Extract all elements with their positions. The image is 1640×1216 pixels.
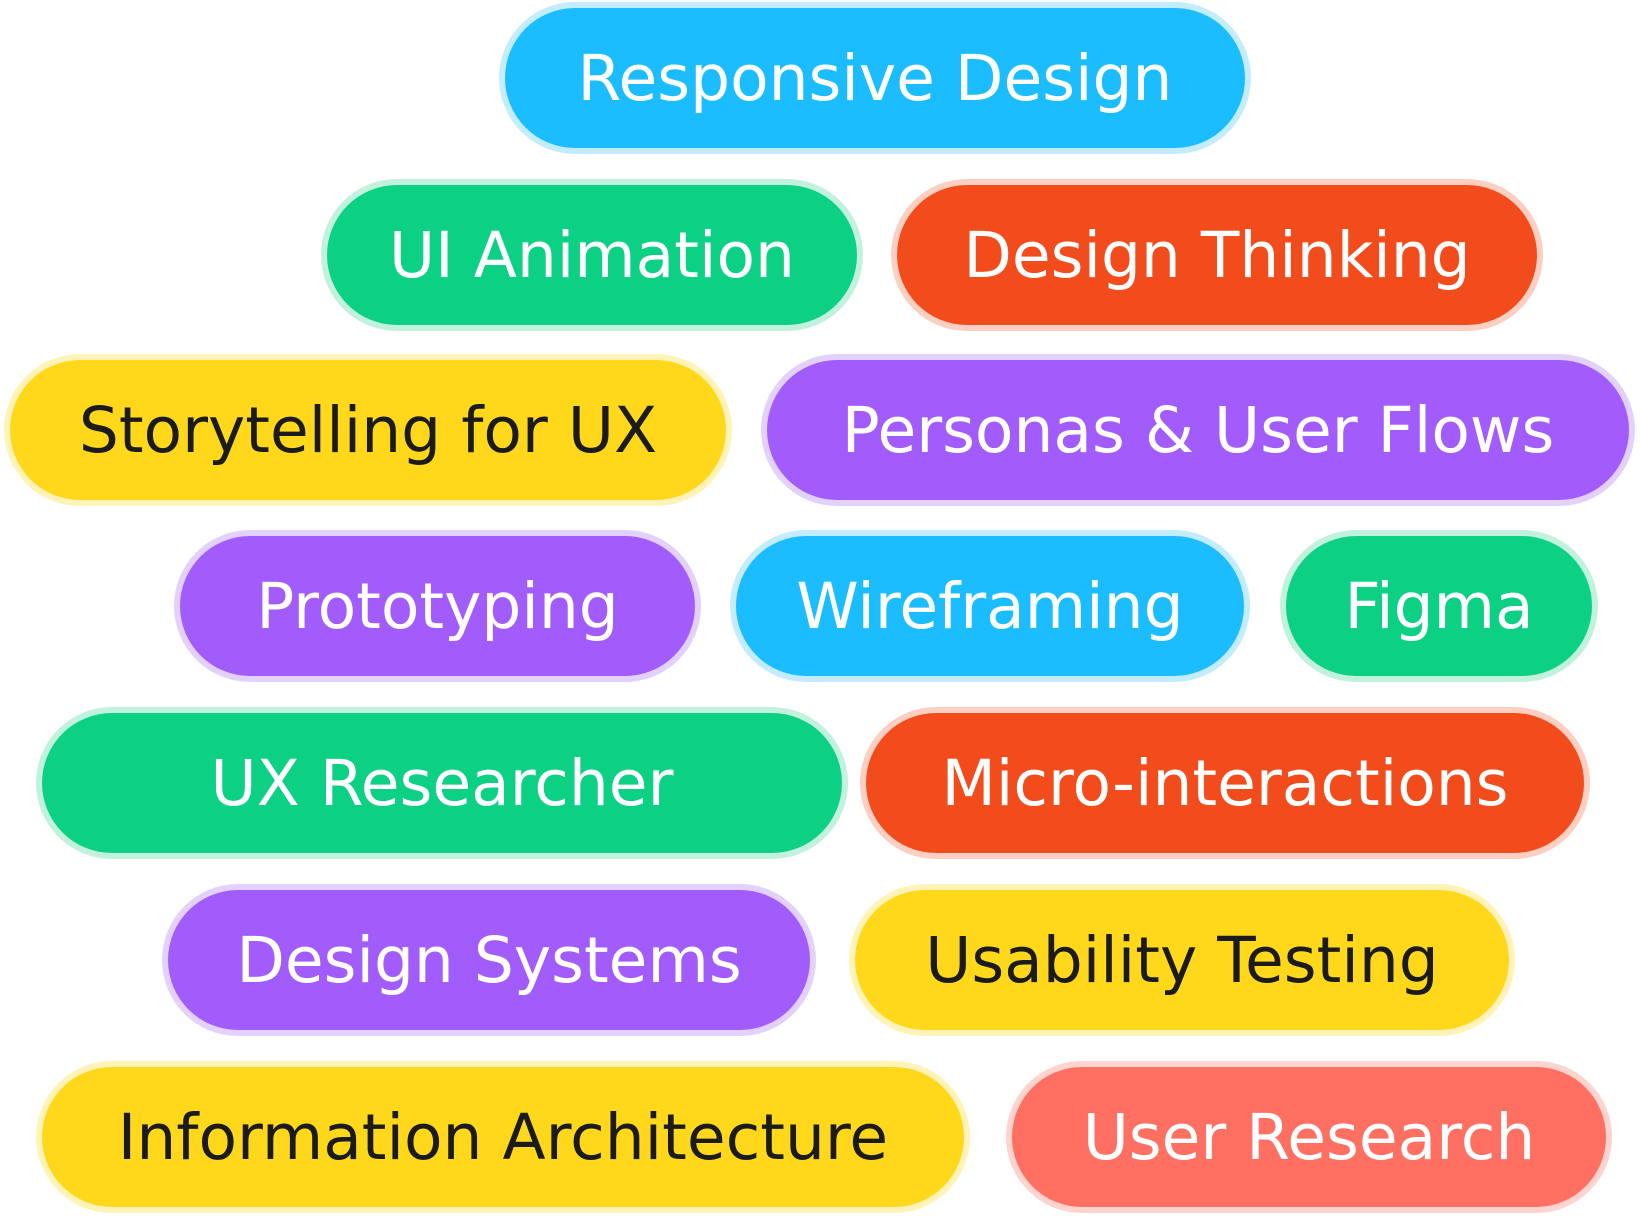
tag-micro-interactions[interactable]: Micro-interactions [866,713,1584,853]
tag-label: Storytelling for UX [78,393,658,467]
tag-label: UX Researcher [210,746,674,820]
tag-label: Personas & User Flows [841,393,1555,467]
tag-label: Usability Testing [925,923,1439,997]
tag-responsive-design[interactable]: Responsive Design [505,8,1245,148]
tag-prototyping[interactable]: Prototyping [180,536,695,676]
tag-label: UI Animation [389,218,795,292]
tag-label: Design Thinking [963,218,1471,292]
tag-label: Micro-interactions [941,746,1509,820]
tag-design-thinking[interactable]: Design Thinking [897,185,1537,325]
tag-label: Design Systems [236,923,742,997]
tag-usability-testing[interactable]: Usability Testing [855,890,1509,1030]
tag-information-architecture[interactable]: Information Architecture [42,1067,964,1207]
tag-label: User Research [1082,1100,1536,1174]
tag-ux-researcher[interactable]: UX Researcher [42,713,842,853]
tag-user-research[interactable]: User Research [1012,1067,1606,1207]
tag-label: Prototyping [256,569,619,643]
tag-storytelling-for-ux[interactable]: Storytelling for UX [10,360,726,500]
tag-personas-user-flows[interactable]: Personas & User Flows [767,360,1629,500]
tag-design-systems[interactable]: Design Systems [168,890,810,1030]
tag-wireframing[interactable]: Wireframing [736,536,1244,676]
tag-label: Responsive Design [577,41,1173,115]
tag-label: Figma [1344,569,1534,643]
tag-figma[interactable]: Figma [1286,536,1592,676]
tag-label: Information Architecture [117,1100,889,1174]
tag-label: Wireframing [796,569,1184,643]
tag-ui-animation[interactable]: UI Animation [327,185,857,325]
